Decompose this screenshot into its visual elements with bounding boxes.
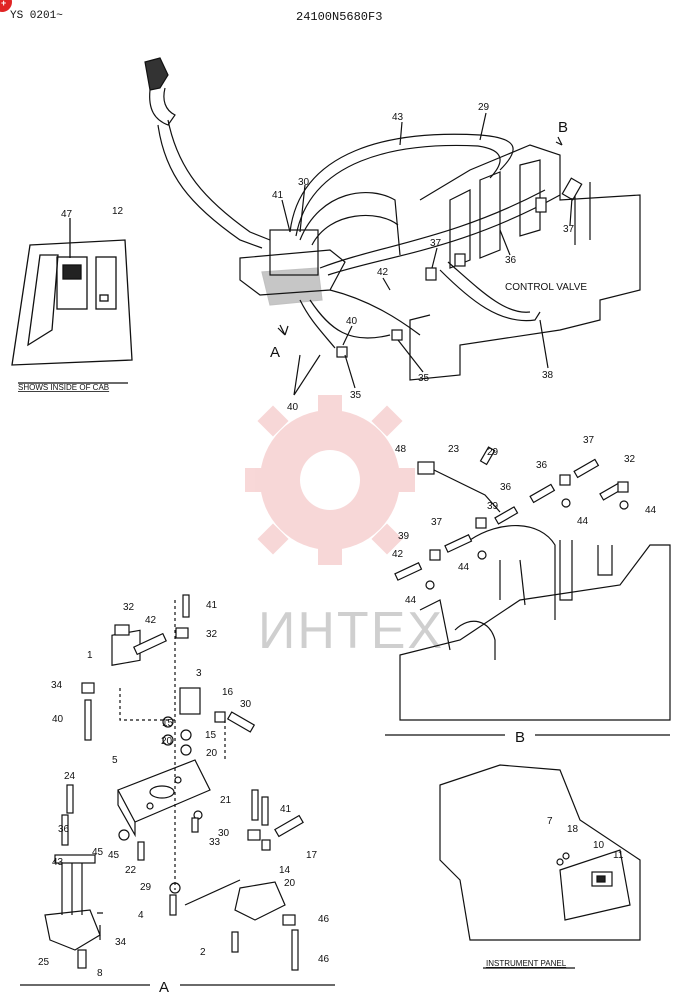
callout-main-11: 40 [287, 402, 299, 413]
main-pilot-hose-assembly [144, 57, 641, 396]
callout-detail-a-13: 20 [206, 748, 218, 759]
callout-detail-a-0: 41 [206, 600, 218, 611]
callout-detail-b-10: 39 [398, 531, 410, 542]
callout-detail-a-27: 29 [140, 882, 152, 893]
callout-detail-a-7: 3 [196, 668, 202, 679]
part-number: 24100N5680F3 [296, 10, 383, 24]
callout-detail-b-4: 37 [583, 435, 595, 446]
callout-detail-a-14: 5 [112, 755, 118, 766]
caption-control-valve: CONTROL VALVE [505, 282, 587, 293]
detail-a-view [20, 594, 335, 986]
callout-detail-b-14: 44 [458, 562, 470, 573]
callout-instrument-3: 11 [613, 850, 624, 861]
detail-b-view [385, 446, 671, 736]
callout-main-6: 36 [505, 255, 517, 266]
callout-detail-b-13: 44 [405, 595, 417, 606]
view-a-arrow-label: A [270, 344, 280, 361]
callout-main-13: 47 [61, 209, 73, 220]
callout-detail-a-17: 43 [52, 857, 64, 868]
callout-main-5: 37 [563, 224, 575, 235]
callout-detail-a-22: 41 [280, 804, 292, 815]
callout-detail-a-9: 30 [240, 699, 252, 710]
callout-detail-a-34: 46 [318, 914, 330, 925]
callout-detail-b-8: 44 [577, 516, 589, 527]
callout-detail-a-6: 40 [52, 714, 64, 725]
callout-detail-a-24: 33 [209, 837, 221, 848]
callout-detail-a-8: 16 [222, 687, 234, 698]
view-b-arrow-label: B [558, 119, 568, 136]
callout-instrument-0: 7 [547, 816, 553, 827]
callout-detail-a-1: 32 [123, 602, 135, 613]
callout-main-2: 30 [298, 177, 310, 188]
callout-detail-b-3: 39 [487, 501, 499, 512]
callout-detail-b-1: 29 [487, 447, 499, 458]
callout-detail-a-5: 34 [51, 680, 63, 691]
callout-main-0: 43 [392, 112, 404, 123]
callout-instrument-1: 18 [567, 824, 579, 835]
callout-detail-a-31: 34 [115, 937, 127, 948]
callout-detail-b-5: 36 [500, 482, 512, 493]
callout-detail-a-4: 1 [87, 650, 93, 661]
callout-detail-a-32: 2 [200, 947, 206, 958]
callout-detail-a-12: 15 [205, 730, 217, 741]
view-a-title: A [159, 979, 169, 996]
callout-detail-b-12: 42 [392, 549, 404, 560]
callout-detail-b-9: 44 [645, 505, 657, 516]
callout-detail-a-2: 42 [145, 615, 157, 626]
callout-labels: SHOWS INSIDE OF CAB CONTROL VALVE INSTRU… [18, 119, 587, 996]
callout-detail-a-28: 20 [284, 878, 296, 889]
watermark-text: ИНТЕХ [258, 602, 444, 660]
callout-detail-a-18: 45 [92, 847, 104, 858]
callout-detail-a-15: 24 [64, 771, 76, 782]
callout-main-12: 38 [542, 370, 554, 381]
callout-detail-b-7: 36 [536, 460, 548, 471]
callout-main-3: 41 [272, 190, 284, 201]
badge-symbol: + [1, 0, 7, 8]
callout-detail-a-30: 25 [38, 957, 50, 968]
instrument-panel-view [439, 764, 641, 969]
callout-main-7: 42 [377, 267, 389, 278]
callout-detail-a-11: 20 [161, 736, 173, 747]
view-b-title: B [515, 729, 525, 746]
callout-detail-b-11: 37 [431, 517, 443, 528]
callout-detail-a-10: 15 [162, 718, 174, 729]
callout-detail-a-26: 17 [306, 850, 318, 861]
callout-main-4: 37 [430, 238, 442, 249]
cab-inside-view [11, 218, 133, 384]
callout-instrument-2: 10 [593, 840, 605, 851]
callout-main-10: 35 [418, 373, 430, 384]
callout-detail-b-2: 23 [448, 444, 460, 455]
caption-instrument-panel: INSTRUMENT PANEL [486, 959, 567, 968]
callout-main-1: 29 [478, 102, 490, 113]
serial-range: YS 0201~ [10, 10, 63, 22]
callout-detail-b-6: 32 [624, 454, 636, 465]
callout-detail-a-25: 14 [279, 865, 291, 876]
callout-main-14: 12 [112, 206, 124, 217]
callout-main-8: 40 [346, 316, 358, 327]
callout-detail-a-19: 45 [108, 850, 120, 861]
callout-detail-a-20: 22 [125, 865, 137, 876]
callout-detail-a-35: 46 [318, 954, 330, 965]
callout-detail-a-16: 36 [58, 824, 70, 835]
callout-detail-a-3: 32 [206, 629, 218, 640]
caption-cab: SHOWS INSIDE OF CAB [18, 383, 109, 392]
callout-detail-a-33: 8 [97, 968, 103, 979]
watermark-gear-icon [245, 395, 415, 565]
red-badge: + [0, 0, 12, 12]
callout-detail-a-29: 4 [138, 910, 144, 921]
callout-detail-a-23: 30 [218, 828, 230, 839]
callout-main-9: 35 [350, 390, 362, 401]
callout-detail-b-0: 48 [395, 444, 407, 455]
callout-detail-a-21: 21 [220, 795, 232, 806]
